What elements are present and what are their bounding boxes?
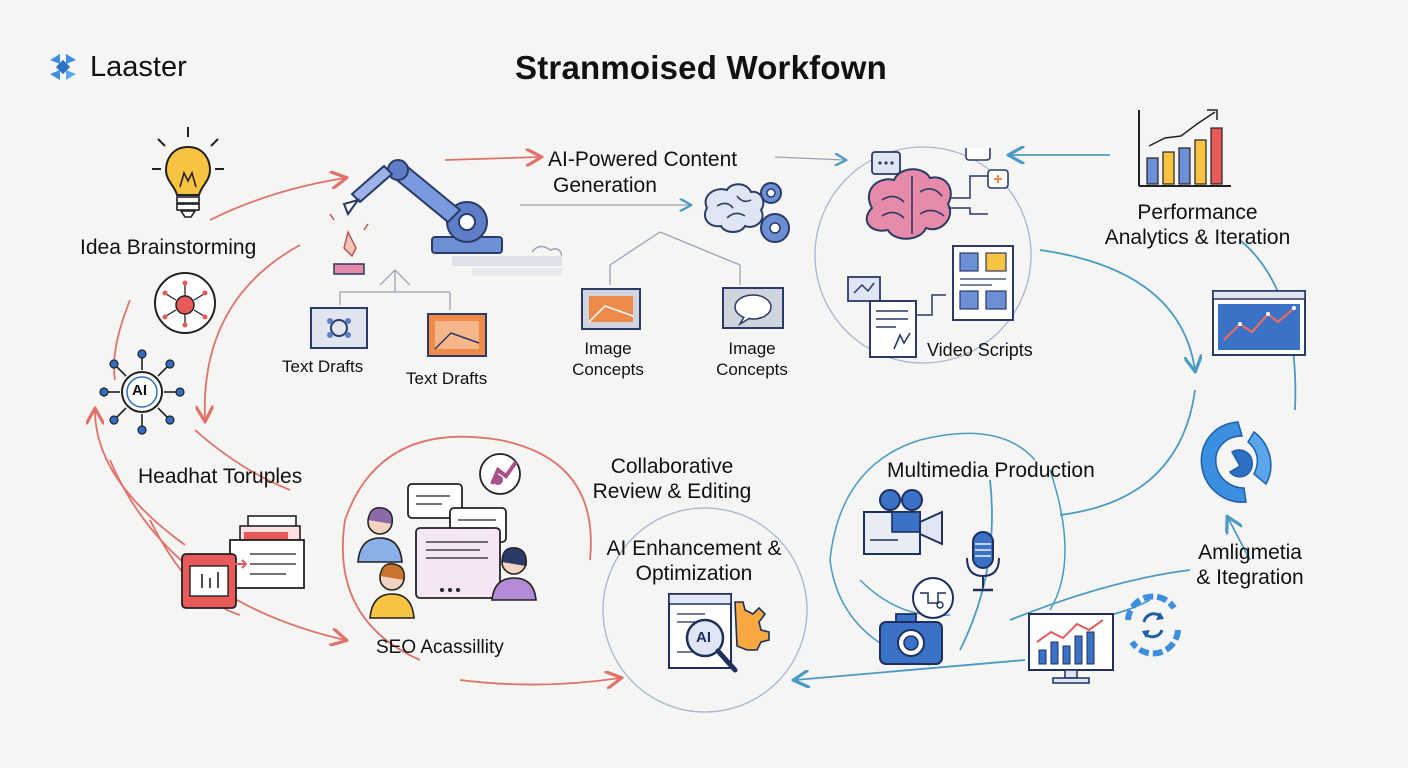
ai-badge-left: AI bbox=[132, 382, 147, 399]
seo-circle bbox=[341, 435, 592, 661]
line-chart-panel-icon bbox=[1212, 290, 1306, 356]
brand-name: Laaster bbox=[90, 50, 187, 83]
monitor-chart-icon bbox=[1028, 613, 1114, 684]
brand[interactable]: Laaster bbox=[46, 50, 187, 84]
multimedia-ring bbox=[829, 432, 1036, 666]
label-headhat: Headhat Toruples bbox=[138, 465, 303, 488]
label-amligmetia: Amligmetia & Itegration bbox=[1196, 541, 1304, 589]
swirl-icon bbox=[1200, 421, 1272, 503]
ai-network-icon bbox=[99, 349, 185, 435]
logo-icon bbox=[50, 54, 76, 80]
label-image-concepts-a: Image Concepts bbox=[572, 339, 644, 379]
label-text-drafts-a: Text Drafts bbox=[282, 357, 364, 376]
arrow-loop-left bbox=[205, 244, 301, 420]
label-idea-brainstorming: Idea Brainstorming bbox=[80, 236, 257, 259]
arrow-monitor-to-enhance bbox=[795, 659, 1026, 680]
text-draft-card-b[interactable] bbox=[427, 313, 487, 357]
page-title: Stranmoised Workfown bbox=[515, 49, 887, 86]
ai-magnifier-icon bbox=[668, 593, 770, 673]
label-ai-powered-content: AI-Powered Content Generation bbox=[548, 148, 738, 197]
arrow-to-enhance bbox=[459, 678, 620, 685]
brain-gears-icon bbox=[703, 182, 790, 243]
label-video-scripts: Video Scripts bbox=[927, 340, 1033, 360]
label-text-drafts-b: Text Drafts bbox=[406, 369, 488, 388]
video-camera-icon bbox=[863, 489, 943, 555]
label-image-concepts-b: Image Concepts bbox=[716, 339, 788, 379]
image-concept-card-b[interactable] bbox=[722, 287, 784, 329]
video-script-panel[interactable] bbox=[952, 245, 1014, 321]
brain-icon bbox=[865, 148, 1009, 240]
arrow-robot-to-content bbox=[444, 157, 540, 160]
label-seo: SEO Acassillity bbox=[376, 637, 504, 658]
label-ai-enhancement: AI Enhancement & Optimization bbox=[606, 537, 782, 585]
document-chart-icon bbox=[847, 276, 946, 358]
folders-icon bbox=[181, 515, 305, 609]
enhance-circle bbox=[602, 507, 808, 713]
film-reel-icon bbox=[912, 577, 954, 619]
robot-arm-icon bbox=[329, 159, 562, 276]
text-draft-card-a[interactable] bbox=[310, 307, 368, 349]
arrow-amlig-up bbox=[1228, 518, 1251, 561]
label-performance: Performance Analytics & Iteration bbox=[1104, 201, 1291, 249]
ai-badge-enhance: AI bbox=[696, 629, 711, 646]
camera-icon bbox=[879, 613, 943, 665]
video-scripts-circle bbox=[814, 146, 1032, 364]
arrow-left-up-2 bbox=[113, 299, 131, 381]
image-concept-card-a[interactable] bbox=[581, 288, 641, 330]
chart-icon bbox=[1138, 109, 1231, 187]
sync-icon bbox=[1125, 593, 1181, 657]
label-collaborative: Collaborative Review & Editing bbox=[592, 455, 752, 503]
lightbulb-icon bbox=[152, 127, 224, 218]
arrow-idea-to-robot bbox=[209, 178, 345, 221]
microphone-icon bbox=[966, 531, 1000, 592]
arrow-left-up-1 bbox=[95, 410, 186, 546]
label-multimedia: Multimedia Production bbox=[887, 459, 1095, 482]
idea-brain-icon bbox=[154, 272, 216, 334]
team-chat-icon bbox=[357, 453, 537, 619]
